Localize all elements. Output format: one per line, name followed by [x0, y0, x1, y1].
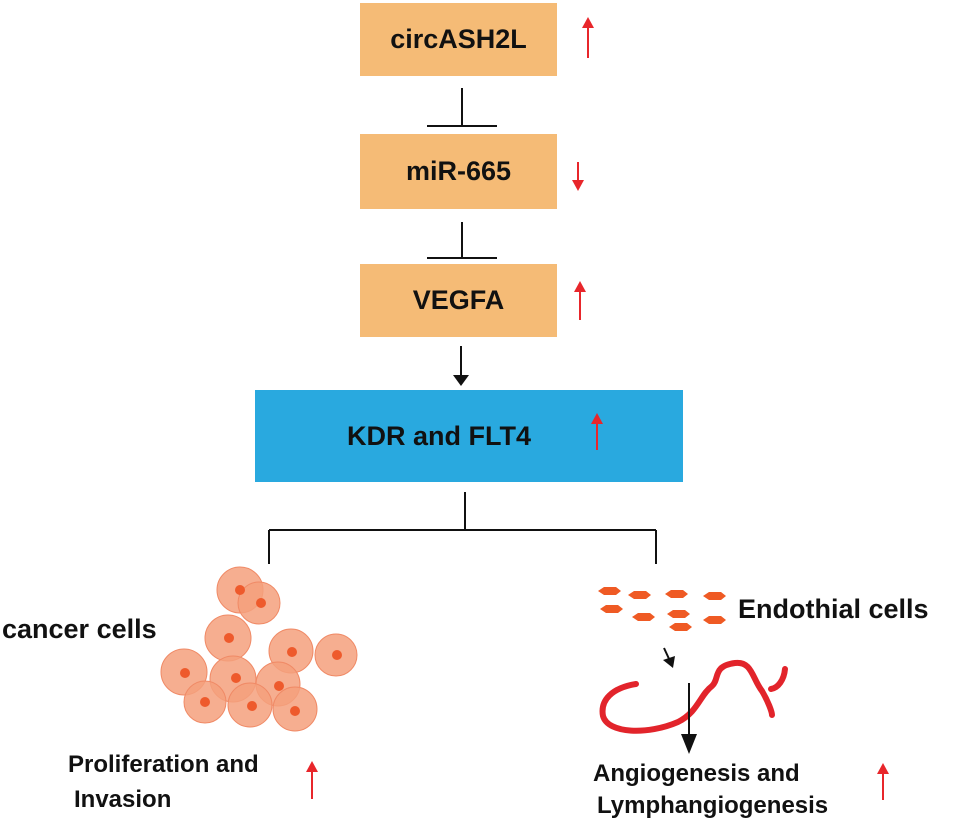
down-arrow-mir — [572, 162, 584, 191]
activation-vegfa-kdr — [453, 346, 469, 386]
up-arrow-proliferation — [306, 761, 318, 799]
up-arrow-angiogenesis — [877, 763, 889, 800]
endothelial-cells-label: Endothial cells — [738, 594, 929, 624]
inhibition-circ-mir — [427, 88, 497, 127]
arrow-vessel-to-angiogenesis — [681, 683, 697, 754]
node-circash2l-label: circASH2L — [390, 24, 527, 54]
node-kdr-flt4-label: KDR and FLT4 — [347, 420, 531, 451]
proliferation-label-line1: Proliferation and — [68, 751, 259, 778]
arrow-endothelial-to-vessel — [663, 647, 675, 668]
up-arrow-vegfa — [574, 281, 586, 320]
vessel-shape — [599, 659, 788, 734]
angiogenesis-label-line2: Lymphangiogenesis — [597, 792, 829, 819]
node-mir665: miR-665 — [360, 134, 557, 209]
node-mir665-label: miR-665 — [405, 156, 512, 186]
endothelial-cells — [598, 587, 726, 631]
branch-connector — [268, 492, 657, 564]
node-kdr-flt4: KDR and FLT4 — [255, 390, 683, 482]
cancer-cells-label: cancer cells — [2, 614, 157, 644]
node-circash2l: circASH2L — [360, 3, 557, 76]
cancer-cells-cluster — [160, 566, 358, 732]
inhibition-mir-vegfa — [427, 222, 497, 259]
proliferation-label-line2: Invasion — [74, 786, 172, 813]
cancer-cell — [160, 566, 358, 732]
node-vegfa: VEGFA — [360, 264, 557, 337]
cancer-cell-nucleus — [180, 585, 342, 716]
angiogenesis-label-line1: Angiogenesis and — [593, 760, 800, 787]
up-arrow-circ — [582, 17, 594, 58]
up-arrow-kdr — [591, 413, 603, 450]
node-vegfa-label: VEGFA — [412, 285, 505, 315]
